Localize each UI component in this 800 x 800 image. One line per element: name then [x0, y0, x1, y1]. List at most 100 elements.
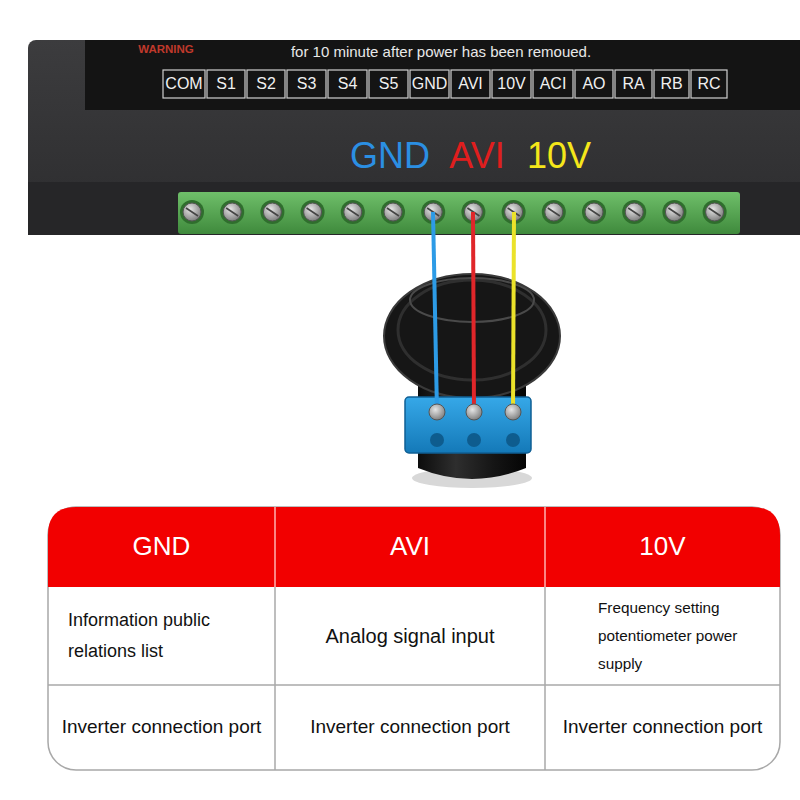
table-cell-box: Information public relations list — [46, 587, 277, 685]
terminal-name: RB — [660, 74, 682, 93]
table-header-cell: GND — [133, 531, 191, 562]
table-cell: Inverter connection port — [563, 716, 763, 739]
terminal-name: RA — [622, 74, 644, 93]
screw-well — [582, 200, 606, 224]
screw-slot — [226, 208, 238, 216]
table-header-cell: 10V — [639, 531, 685, 562]
screw-well — [622, 200, 646, 224]
screw-slot — [266, 208, 278, 216]
terminal-label-box — [328, 70, 367, 98]
table-divider — [48, 684, 780, 686]
terminal-name-box: RA — [614, 70, 653, 98]
terminal-name-box: S2 — [246, 70, 286, 98]
terminal-name-box: ACI — [532, 70, 574, 98]
terminal-label-box — [654, 70, 689, 98]
terminal-name: S4 — [338, 74, 358, 93]
table-divider — [274, 507, 276, 587]
terminal-name: AVI — [458, 74, 483, 93]
table-divider — [544, 587, 546, 770]
terminal-screw — [703, 200, 727, 224]
screw-well — [180, 200, 204, 224]
terminal-ledge — [28, 182, 800, 235]
signal-name-box: 10V — [520, 133, 598, 179]
terminal-label-box — [451, 70, 490, 98]
screw-head — [665, 203, 683, 221]
screw-well — [220, 200, 244, 224]
terminal-name-box: S1 — [206, 70, 246, 98]
table-cell: Frequency setting potentiometer power su… — [598, 594, 754, 679]
terminal-name: 10V — [497, 74, 525, 93]
warning-heading: WARNING — [138, 43, 194, 57]
screw-well — [703, 200, 727, 224]
table-header-cell: AVI — [390, 531, 430, 562]
potentiometer-terminal-block — [405, 397, 531, 453]
terminal-label-box — [492, 70, 531, 98]
screw-head — [344, 203, 362, 221]
table-header-cell-box: AVI — [275, 507, 545, 587]
terminal-name-box: COM — [162, 70, 206, 98]
terminal-name-box: GND — [409, 70, 450, 98]
screw-slot — [628, 208, 640, 216]
terminal-hole — [506, 433, 520, 447]
warning-heading-box: WARNING — [118, 42, 214, 58]
terminal-name: ACI — [540, 74, 567, 93]
terminal-screw — [301, 200, 325, 224]
screw-well — [301, 200, 325, 224]
terminal-screw — [180, 200, 204, 224]
terminal-name-box: S5 — [368, 70, 409, 98]
terminal-screw — [381, 200, 405, 224]
potentiometer-screws — [429, 404, 521, 420]
table-header — [48, 507, 780, 587]
terminal-label-boxes — [163, 70, 727, 98]
table-divider — [544, 507, 546, 587]
terminal-label-box — [287, 70, 326, 98]
terminal-name: AO — [582, 74, 605, 93]
inverter-housing — [28, 40, 800, 235]
screw-well — [662, 200, 686, 224]
terminal-hole — [467, 433, 481, 447]
terminal-screw — [260, 200, 284, 224]
terminal-label-box — [207, 70, 245, 98]
signal-name: GND — [350, 134, 430, 177]
terminal-name: S1 — [216, 74, 236, 93]
terminal-name-box: S3 — [286, 70, 327, 98]
table-header-cell-box: GND — [48, 507, 275, 587]
warning-note: for 10 minute after power has been remou… — [291, 43, 591, 61]
screw-slot — [548, 208, 560, 216]
screw — [429, 404, 445, 420]
terminal-name: RC — [697, 74, 720, 93]
terminal-hole — [430, 433, 444, 447]
screw-slot — [307, 208, 319, 216]
signal-name-box: AVI — [442, 133, 512, 179]
terminal-name: S2 — [256, 74, 276, 93]
terminal-label-box — [247, 70, 285, 98]
terminal-block — [178, 192, 740, 234]
warning-note-box: for 10 minute after power has been remou… — [236, 42, 646, 62]
screw — [505, 404, 521, 420]
screw-slot — [709, 208, 721, 216]
screw-head — [384, 203, 402, 221]
terminal-name: COM — [165, 74, 202, 93]
signal-name: AVI — [449, 134, 504, 177]
terminal-screw — [341, 200, 365, 224]
table-cell-box: Analog signal input — [275, 587, 545, 685]
screw-head — [183, 203, 201, 221]
screw — [466, 404, 482, 420]
terminal-name-box: RC — [690, 70, 728, 98]
terminal-screw — [542, 200, 566, 224]
terminal-screw — [622, 200, 646, 224]
terminal-label-box — [410, 70, 449, 98]
table-cell-box: Inverter connection port — [48, 685, 275, 770]
table-cell-box: Inverter connection port — [545, 685, 780, 770]
terminal-label-box — [615, 70, 652, 98]
table-cell: Analog signal input — [325, 624, 494, 648]
terminal-name-box: AVI — [450, 70, 491, 98]
table-cell-box: Inverter connection port — [275, 685, 545, 770]
screw-well — [260, 200, 284, 224]
table-cell-box: Frequency setting potentiometer power su… — [543, 587, 782, 685]
screw-head — [304, 203, 322, 221]
terminal-name: GND — [412, 74, 448, 93]
table-frame — [48, 507, 780, 770]
red-wire — [473, 212, 474, 412]
terminal-label-box — [369, 70, 408, 98]
